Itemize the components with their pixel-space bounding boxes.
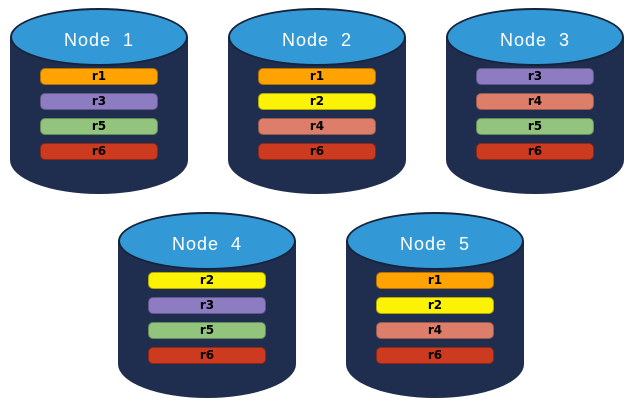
node-cylinder-2: Node 2 r1 r2 r4 r6 bbox=[228, 8, 406, 194]
node-top-ellipse: Node 2 bbox=[228, 8, 406, 66]
replica-label: r1 bbox=[427, 273, 443, 287]
replica-bar-r5: r5 bbox=[148, 322, 266, 339]
replica-list: r1 r2 r4 r6 bbox=[258, 68, 376, 160]
replica-bar-r1: r1 bbox=[376, 272, 494, 289]
node-top-ellipse: Node 1 bbox=[10, 8, 188, 66]
node-label: Node 1 bbox=[63, 30, 135, 50]
replica-bar-r2: r2 bbox=[258, 93, 376, 110]
replica-label: r6 bbox=[199, 348, 215, 362]
node-cylinder-4: Node 4 r2 r3 r5 r6 bbox=[118, 212, 296, 398]
replica-bar-r5: r5 bbox=[476, 118, 594, 135]
replica-label: r2 bbox=[199, 273, 215, 287]
node-label: Node 5 bbox=[399, 234, 471, 254]
replica-label: r4 bbox=[527, 94, 543, 108]
replica-label: r4 bbox=[427, 323, 443, 337]
replica-bar-r5: r5 bbox=[40, 118, 158, 135]
node-cylinder-1: Node 1 r1 r3 r5 r6 bbox=[10, 8, 188, 194]
replica-bar-r6: r6 bbox=[476, 143, 594, 160]
replica-label: r3 bbox=[199, 298, 215, 312]
replica-label: r1 bbox=[91, 69, 107, 83]
replica-bar-r4: r4 bbox=[376, 322, 494, 339]
replica-label: r6 bbox=[427, 348, 443, 362]
replica-list: r3 r4 r5 r6 bbox=[476, 68, 594, 160]
replica-bar-r3: r3 bbox=[40, 93, 158, 110]
replica-label: r6 bbox=[527, 144, 543, 158]
replica-bar-r2: r2 bbox=[376, 297, 494, 314]
node-top-ellipse: Node 3 bbox=[446, 8, 624, 66]
replica-bar-r6: r6 bbox=[40, 143, 158, 160]
replica-label: r6 bbox=[91, 144, 107, 158]
replica-bar-r3: r3 bbox=[148, 297, 266, 314]
node-label: Node 4 bbox=[171, 234, 243, 254]
replica-bar-r1: r1 bbox=[258, 68, 376, 85]
node-cylinder-5: Node 5 r1 r2 r4 r6 bbox=[346, 212, 524, 398]
replica-label: r1 bbox=[309, 69, 325, 83]
replica-bar-r4: r4 bbox=[258, 118, 376, 135]
node-top-ellipse: Node 4 bbox=[118, 212, 296, 270]
replica-label: r6 bbox=[309, 144, 325, 158]
replica-bar-r6: r6 bbox=[258, 143, 376, 160]
replica-list: r1 r2 r4 r6 bbox=[376, 272, 494, 364]
replica-label: r5 bbox=[527, 119, 543, 133]
node-cylinder-3: Node 3 r3 r4 r5 r6 bbox=[446, 8, 624, 194]
replica-label: r4 bbox=[309, 119, 325, 133]
replica-list: r1 r3 r5 r6 bbox=[40, 68, 158, 160]
replica-label: r3 bbox=[91, 94, 107, 108]
replica-label: r5 bbox=[91, 119, 107, 133]
replica-bar-r2: r2 bbox=[148, 272, 266, 289]
node-label: Node 2 bbox=[281, 30, 353, 50]
replica-label: r2 bbox=[427, 298, 443, 312]
replica-bar-r1: r1 bbox=[40, 68, 158, 85]
replica-list: r2 r3 r5 r6 bbox=[148, 272, 266, 364]
node-label: Node 3 bbox=[499, 30, 571, 50]
replica-bar-r6: r6 bbox=[376, 347, 494, 364]
replica-label: r3 bbox=[527, 69, 543, 83]
replica-bar-r3: r3 bbox=[476, 68, 594, 85]
node-top-ellipse: Node 5 bbox=[346, 212, 524, 270]
replica-label: r5 bbox=[199, 323, 215, 337]
replica-bar-r4: r4 bbox=[476, 93, 594, 110]
replica-bar-r6: r6 bbox=[148, 347, 266, 364]
replica-label: r2 bbox=[309, 94, 325, 108]
